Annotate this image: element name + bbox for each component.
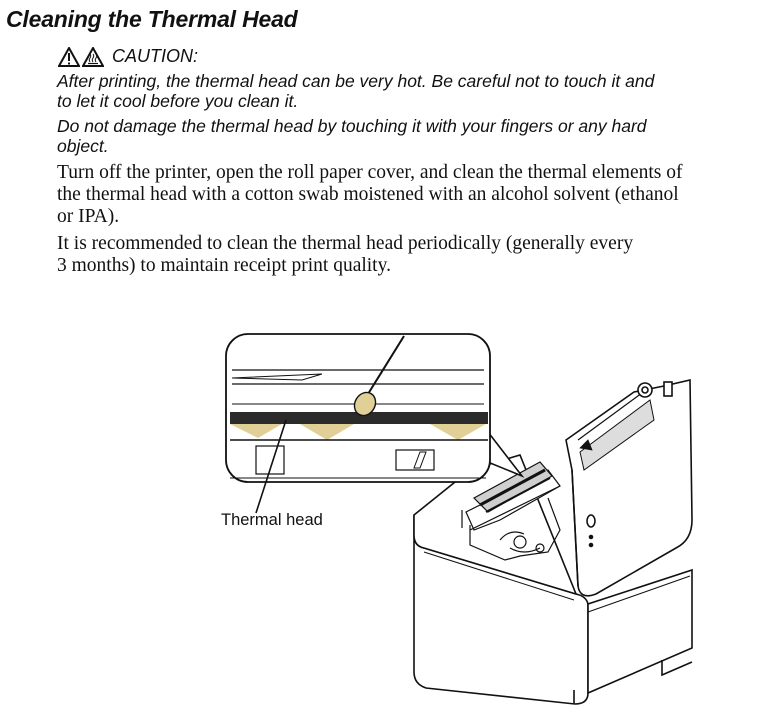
caution-line-1a: After printing, the thermal head can be … bbox=[57, 71, 655, 91]
caution-line-1b: to let it cool before you clean it. bbox=[57, 91, 299, 111]
instruction-line-4: It is recommended to clean the thermal h… bbox=[57, 233, 634, 254]
thermal-head-detail bbox=[225, 333, 491, 514]
page-title: Cleaning the Thermal Head bbox=[6, 6, 298, 32]
printer-mechanism bbox=[461, 461, 561, 561]
instruction-line-5: 3 months) to maintain receipt print qual… bbox=[57, 255, 391, 276]
hot-surface-icon bbox=[82, 46, 104, 67]
warning-triangle-icon bbox=[58, 46, 80, 67]
caution-line-2b: object. bbox=[57, 136, 109, 156]
thermal-head-callout: Thermal head bbox=[221, 511, 323, 529]
caution-line-2a: Do not damage the thermal head by touchi… bbox=[57, 116, 647, 136]
caution-icons bbox=[58, 46, 104, 67]
caution-label: CAUTION: bbox=[112, 46, 199, 66]
instruction-line-2: the thermal head with a cotton swab mois… bbox=[57, 184, 679, 205]
caution-heading: CAUTION: bbox=[58, 46, 198, 67]
roll-paper-cover bbox=[565, 378, 693, 597]
printer-body bbox=[413, 454, 693, 705]
instruction-line-1: Turn off the printer, open the roll pape… bbox=[57, 162, 683, 183]
instruction-line-3: or IPA). bbox=[57, 206, 120, 227]
